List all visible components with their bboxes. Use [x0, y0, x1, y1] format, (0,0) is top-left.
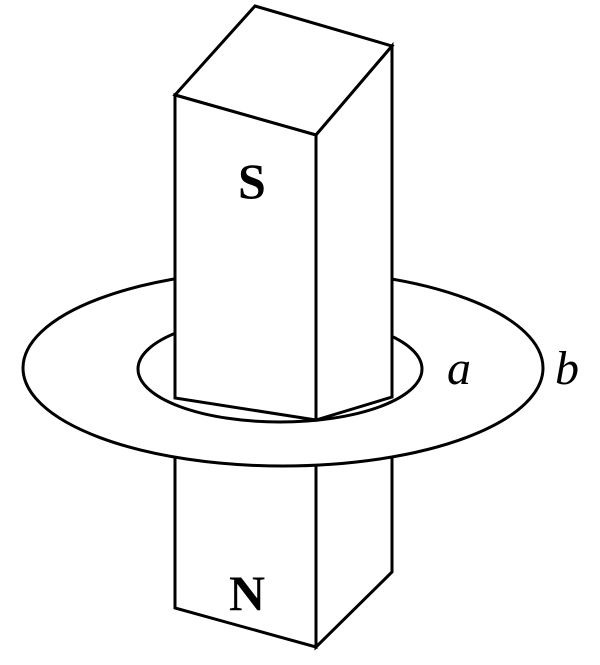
north-pole-label: N [229, 565, 265, 621]
outer-ring-label: b [555, 342, 579, 395]
magnet-upper-body [172, 4, 395, 423]
south-pole-label: S [238, 153, 266, 209]
magnet-lower-body [173, 438, 394, 651]
inner-ring-label: a [447, 342, 471, 395]
magnet-upper-side-face [314, 41, 394, 423]
magnet-upper-front-face [173, 93, 318, 422]
magnet-lower-side-face [314, 438, 394, 651]
